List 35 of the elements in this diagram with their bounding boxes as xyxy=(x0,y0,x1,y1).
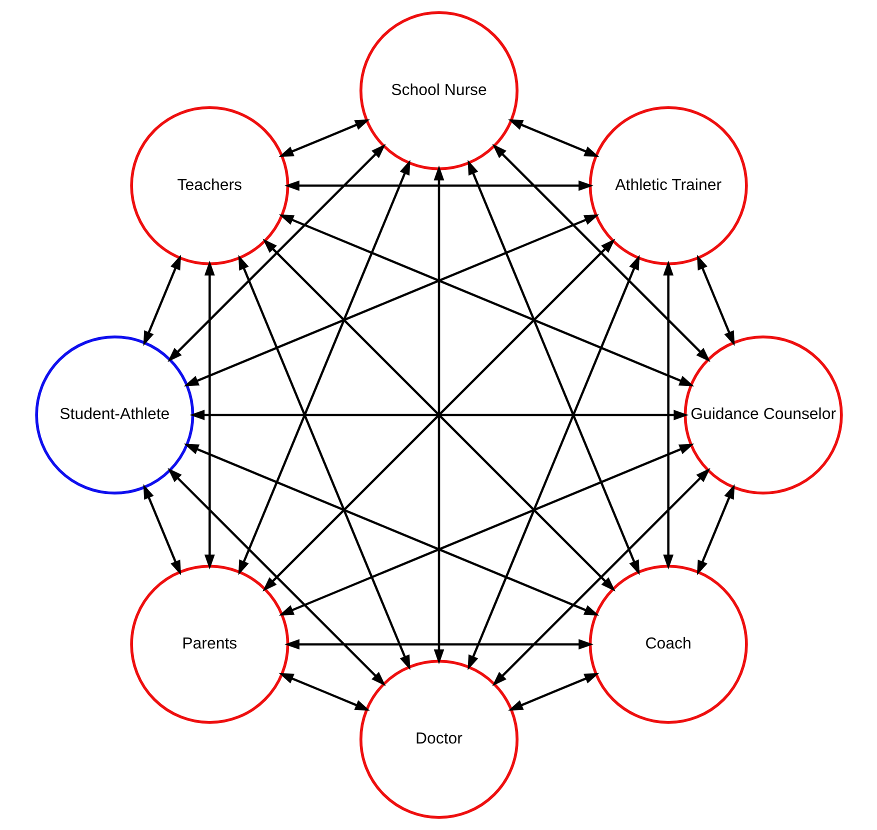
node-circle: Guidance Counselor xyxy=(683,335,842,495)
node-circle: Teachers xyxy=(130,106,289,266)
arrow xyxy=(238,160,410,576)
arrow xyxy=(262,238,615,592)
arrow xyxy=(508,672,599,711)
node-circle: Student-Athlete xyxy=(34,335,194,495)
arrow xyxy=(183,444,599,616)
arrow xyxy=(238,254,410,670)
node-circle: Doctor xyxy=(358,660,518,819)
node-circle: Parents xyxy=(130,564,289,724)
arrow xyxy=(167,144,386,362)
arrow xyxy=(433,165,444,664)
node-circle: Coach xyxy=(588,564,748,724)
node-circle: Athletic Trainer xyxy=(588,106,748,266)
arrow xyxy=(696,254,734,346)
arrow xyxy=(284,180,593,191)
arrow xyxy=(284,639,593,650)
arrow xyxy=(662,260,674,570)
arrow xyxy=(696,484,734,576)
arrow xyxy=(278,672,370,711)
arrow xyxy=(278,119,370,158)
arrow xyxy=(278,214,694,386)
arrow xyxy=(167,468,386,686)
arrow xyxy=(467,254,640,670)
arrow xyxy=(492,144,710,362)
arrow xyxy=(204,260,214,570)
arrow xyxy=(492,468,710,686)
arrow xyxy=(142,484,181,576)
arrow xyxy=(278,444,694,616)
node-circle: School Nurse xyxy=(358,11,518,170)
arrow xyxy=(142,254,181,346)
arrow xyxy=(467,160,640,576)
arrow xyxy=(508,119,599,158)
arrow xyxy=(183,214,599,386)
arrow xyxy=(189,410,688,420)
